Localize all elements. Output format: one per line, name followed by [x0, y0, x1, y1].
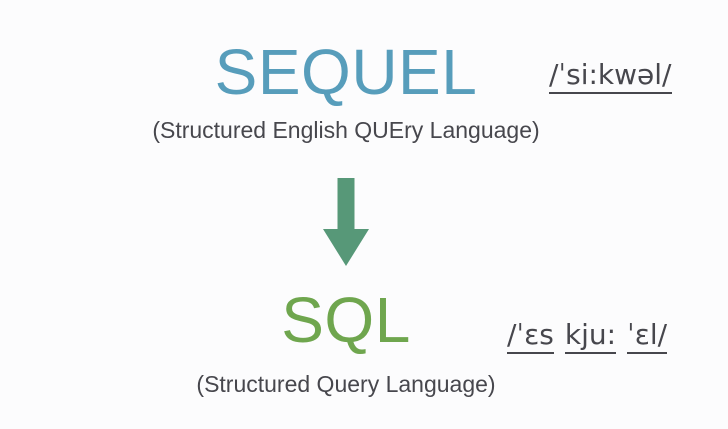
sql-title: SQL	[281, 284, 411, 356]
sequel-pronunciation-text: /ˈsi:kwəl/	[549, 61, 672, 94]
sql-pronunciation-word-1: /ˈɛs	[507, 321, 554, 354]
sql-subtitle: (Structured Query Language)	[196, 371, 496, 397]
sequel-subtitle: (Structured English QUEry Language)	[152, 117, 540, 143]
sql-pronunciation-word-2: kju:	[564, 321, 617, 354]
sequel-pronunciation: /ˈsi:kwəl/	[549, 61, 672, 94]
down-arrow-icon	[323, 178, 369, 266]
sql-pronunciation: /ˈɛs kju: ˈɛl/	[507, 321, 668, 354]
down-arrow-shape	[323, 178, 369, 266]
sql-pronunciation-word-3: ˈɛl/	[627, 321, 668, 354]
sequel-title: SEQUEL	[214, 36, 478, 108]
